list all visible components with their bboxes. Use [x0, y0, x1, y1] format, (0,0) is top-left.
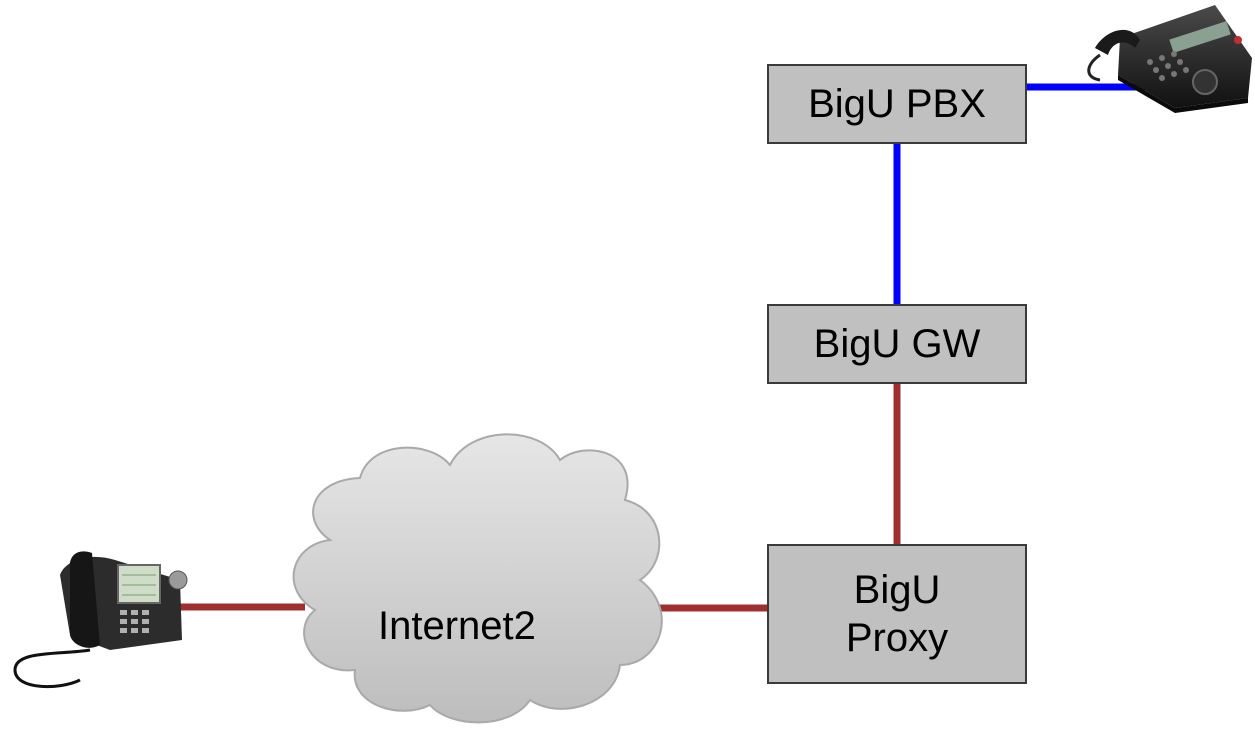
desk-phone-icon	[1087, 5, 1252, 113]
cloud-label: Internet2	[378, 604, 536, 648]
proxy-label-line2: Proxy	[845, 616, 949, 660]
proxy-label-line1: BigU	[853, 568, 941, 612]
proxy-node: BigU Proxy	[767, 544, 1027, 684]
ip-phone-icon	[13, 551, 188, 689]
gateway-node: BigU GW	[767, 304, 1027, 384]
pbx-node: BigU PBX	[767, 64, 1027, 144]
cloud-icon	[292, 433, 663, 724]
pbx-label: BigU PBX	[808, 82, 986, 126]
gateway-label: BigU GW	[813, 322, 981, 366]
